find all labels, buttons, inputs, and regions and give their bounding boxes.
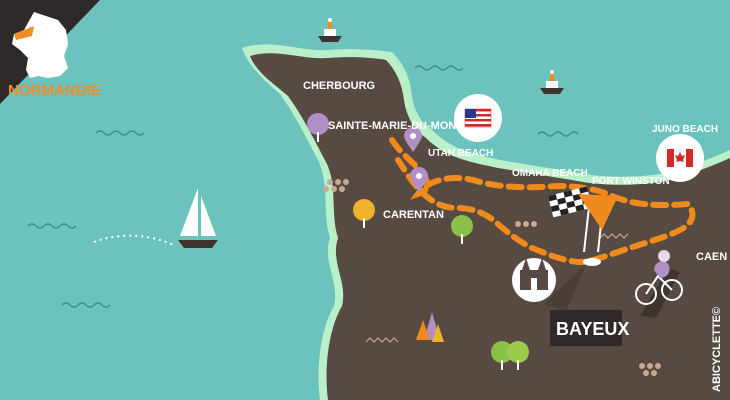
beach-label-utah: UTAH BEACH bbox=[428, 148, 493, 159]
usa-flag-icon bbox=[454, 94, 502, 142]
cathedral-icon bbox=[512, 258, 586, 312]
location-pin-icon bbox=[410, 167, 428, 192]
france-inset bbox=[0, 0, 100, 104]
field-dots bbox=[323, 179, 661, 376]
sea-waves bbox=[27, 65, 579, 308]
tree-icon bbox=[507, 341, 529, 370]
credit-label: ABICYCLETTE© bbox=[711, 307, 723, 392]
bayeux-label-box bbox=[550, 310, 622, 346]
sailboat-icon bbox=[178, 188, 218, 248]
tree-icon bbox=[491, 341, 513, 370]
steamboat-icon bbox=[540, 70, 564, 94]
checkered-flag-icon bbox=[548, 186, 618, 266]
cycling-route bbox=[389, 137, 696, 266]
cyclist-icon bbox=[635, 250, 683, 318]
canada-flag-icon bbox=[656, 134, 704, 182]
city-label-sainte-marie: SAINTE-MARIE-DU-MONT bbox=[328, 120, 463, 132]
steamboat-icon bbox=[318, 18, 342, 42]
city-label-caen: CAEN bbox=[696, 251, 727, 263]
beach-label-omaha: OMAHA BEACH bbox=[512, 168, 588, 179]
city-label-cherbourg: CHERBOURG bbox=[303, 80, 375, 92]
location-pin-icon bbox=[404, 127, 422, 152]
france-outline-icon bbox=[12, 12, 68, 78]
pine-trees bbox=[416, 312, 444, 342]
tree-icon bbox=[451, 215, 473, 244]
region-title: NORMANDIE bbox=[8, 82, 101, 99]
field-zigzags bbox=[365, 233, 629, 343]
city-label-carentan: CARENTAN bbox=[383, 209, 444, 221]
tree-icon bbox=[353, 199, 375, 228]
tree-icon bbox=[307, 113, 329, 142]
normandy-highlight bbox=[14, 26, 34, 40]
city-label-port-winston: PORT WINSTON bbox=[592, 176, 670, 187]
city-label-bayeux: BAYEUX bbox=[556, 319, 629, 339]
beach-label-juno: JUNO BEACH bbox=[652, 124, 718, 135]
